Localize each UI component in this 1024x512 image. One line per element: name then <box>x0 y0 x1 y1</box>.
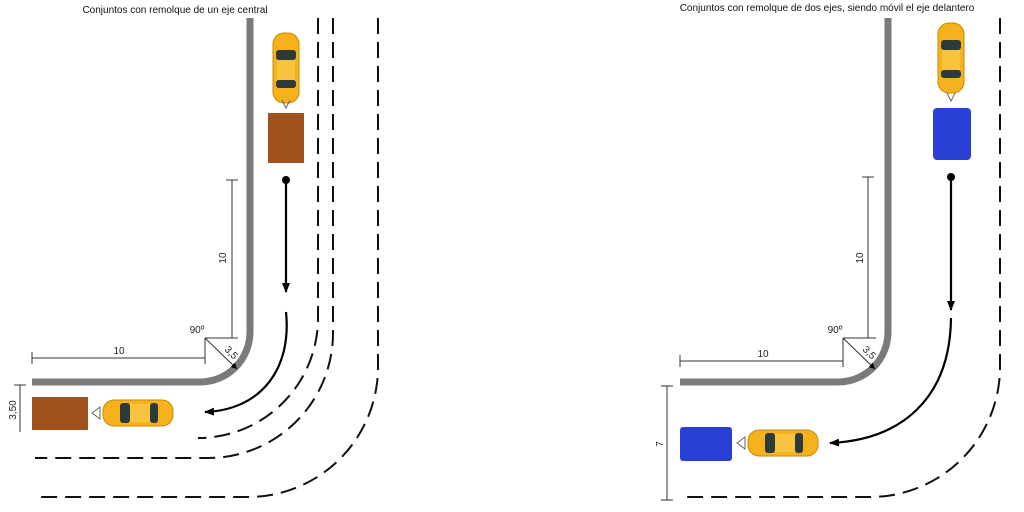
angle-label: 90º <box>828 325 843 336</box>
lane-width-label: 7 <box>655 441 666 447</box>
dimension-vertical <box>226 179 238 338</box>
left-panel: Conjuntos con remolque de un eje central… <box>8 5 379 498</box>
lane-width-dimension <box>661 385 673 501</box>
radius-label: 3,5 <box>222 344 240 362</box>
curb-line <box>680 18 892 386</box>
dim-vertical-label: 10 <box>218 252 229 264</box>
lane-line-middle <box>35 18 334 459</box>
lane-line-outer <box>680 18 1001 498</box>
radius-dimension <box>204 337 238 370</box>
dimension-vertical <box>862 176 874 338</box>
right-title: Conjuntos con remolque de dos ejes, sien… <box>680 3 975 14</box>
car-top <box>937 22 965 94</box>
hitch <box>91 406 101 420</box>
central-axle-trailer-top <box>268 113 304 163</box>
radius-dimension <box>842 337 876 370</box>
left-title: Conjuntos con remolque de un eje central <box>82 5 267 16</box>
central-axle-trailer-bottom <box>32 397 88 430</box>
two-axle-trailer-bottom <box>680 427 732 461</box>
car-bottom <box>102 399 174 427</box>
hitch <box>281 99 291 110</box>
lane-width-label: 3,50 <box>8 400 19 420</box>
car-top <box>272 32 300 104</box>
dim-horizontal-label: 10 <box>757 349 769 360</box>
hitch <box>736 436 746 450</box>
right-panel: Conjuntos con remolque de dos ejes, sien… <box>655 3 1001 501</box>
radius-label: 3,5 <box>860 344 878 362</box>
hitch <box>946 92 956 103</box>
path-arrow-curve <box>204 311 288 416</box>
dimension-horizontal <box>679 337 876 367</box>
angle-label: 90º <box>190 325 205 336</box>
dim-vertical-label: 10 <box>855 252 866 264</box>
lane-width-dimension <box>14 384 26 432</box>
dimension-horizontal <box>31 337 238 364</box>
lane-line-inner <box>197 18 319 439</box>
path-arrow-curve <box>829 317 953 447</box>
dim-horizontal-label: 10 <box>113 346 125 357</box>
two-axle-trailer-top <box>933 108 971 160</box>
curb-line <box>32 18 254 386</box>
lane-line-outer <box>35 18 379 498</box>
car-bottom <box>747 429 819 457</box>
